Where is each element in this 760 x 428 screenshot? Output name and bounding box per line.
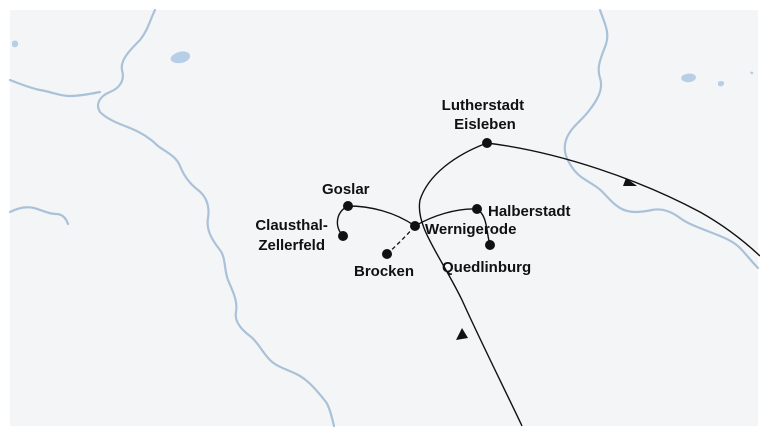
marker-eisleben[interactable] [482, 138, 492, 148]
label-clausthal-line2: Zellerfeld [258, 237, 325, 254]
label-quedlinburg: Quedlinburg [442, 259, 531, 276]
border-west [96, 8, 336, 428]
marker-wernigerode[interactable] [410, 221, 420, 231]
label-goslar: Goslar [322, 181, 370, 198]
marker-halberstadt[interactable] [472, 204, 482, 214]
lake-west [170, 51, 191, 64]
lake-small-west [12, 40, 19, 48]
label-eisleben-line2: Eisleben [454, 116, 516, 133]
lake-east-small [718, 80, 725, 87]
lake-east [681, 73, 696, 83]
lake-east-tiny [750, 71, 754, 75]
land-background [10, 10, 758, 426]
marker-brocken[interactable] [382, 249, 392, 259]
arrow-east [623, 178, 637, 186]
border-northwest [8, 78, 102, 98]
border-southwest [8, 206, 70, 226]
arrow-north [456, 328, 468, 340]
place-markers [338, 138, 495, 259]
label-brocken: Brocken [354, 263, 414, 280]
label-eisleben-line1: Lutherstadt [442, 97, 525, 114]
label-halberstadt: Halberstadt [488, 203, 571, 220]
label-clausthal: Clausthal- Zellerfeld [255, 217, 332, 254]
route-eisleben-east [486, 142, 760, 257]
label-eisleben: Lutherstadt Eisleben [442, 97, 529, 133]
marker-clausthal[interactable] [338, 231, 348, 241]
route-goslar-wernigerode [347, 205, 416, 227]
state-borders [8, 8, 760, 428]
route-south-to-eisleben [418, 142, 523, 427]
label-clausthal-line1: Clausthal- [255, 217, 328, 234]
lakes [12, 40, 754, 87]
label-wernigerode: Wernigerode [425, 221, 516, 238]
marker-goslar[interactable] [343, 201, 353, 211]
border-east [563, 8, 760, 270]
marker-quedlinburg[interactable] [485, 240, 495, 250]
route-wernigerode-halberstadt [414, 208, 478, 227]
place-labels: Lutherstadt Eisleben Goslar Clausthal- Z… [255, 97, 570, 280]
